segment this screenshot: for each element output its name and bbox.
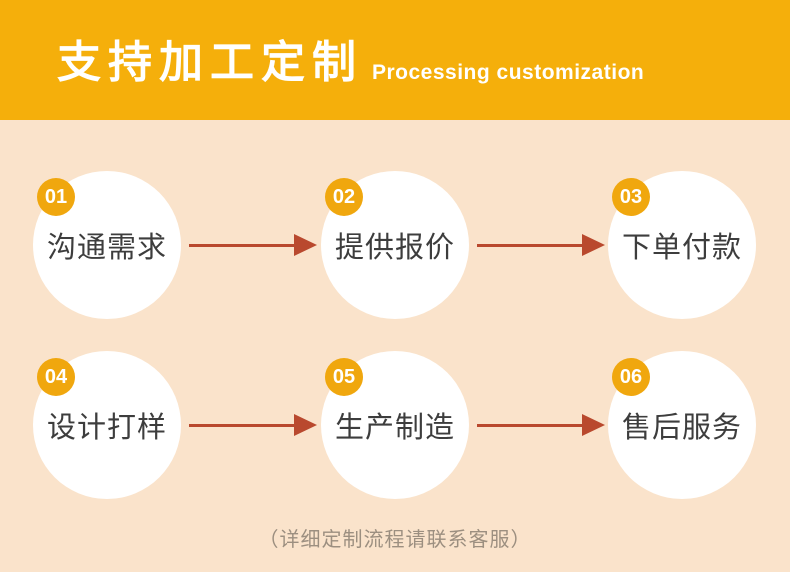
header: 支持加工定制 Processing customization [0,0,790,120]
arrow-head [582,414,605,436]
step-circle-after-sales: 06 售后服务 [608,351,756,499]
step-label: 下单付款 [621,232,742,264]
step-circle-design-proofing: 04 设计打样 [33,351,181,499]
arrow-line [189,423,294,427]
flow-arrow-icon [477,414,605,436]
arrow-line [477,423,582,427]
step-label: 售后服务 [621,412,742,444]
arrow-line [189,243,294,247]
step-circle-communicate-needs: 01 沟通需求 [33,171,181,319]
step-label: 设计打样 [46,412,167,444]
step-number-badge: 04 [37,358,75,396]
step-circle-production: 05 生产制造 [321,351,469,499]
step-label: 沟通需求 [46,232,167,264]
arrow-head [294,414,317,436]
step-number-badge: 06 [612,358,650,396]
page-subtitle: Processing customization [372,61,645,84]
footer-note: （详细定制流程请联系客服） [258,529,532,551]
page-title: 支持加工定制 [57,38,363,87]
step-label: 提供报价 [334,232,455,264]
flow-arrow-icon [477,234,605,256]
flow-arrow-icon [189,414,317,436]
arrow-line [477,243,582,247]
arrow-head [294,234,317,256]
step-label: 生产制造 [334,412,455,444]
step-number-badge: 03 [612,178,650,216]
arrow-head [582,234,605,256]
step-number-badge: 05 [325,358,363,396]
step-circle-order-payment: 03 下单付款 [608,171,756,319]
flow-arrow-icon [189,234,317,256]
step-number-badge: 01 [37,178,75,216]
step-number-badge: 02 [325,178,363,216]
step-circle-provide-quote: 02 提供报价 [321,171,469,319]
